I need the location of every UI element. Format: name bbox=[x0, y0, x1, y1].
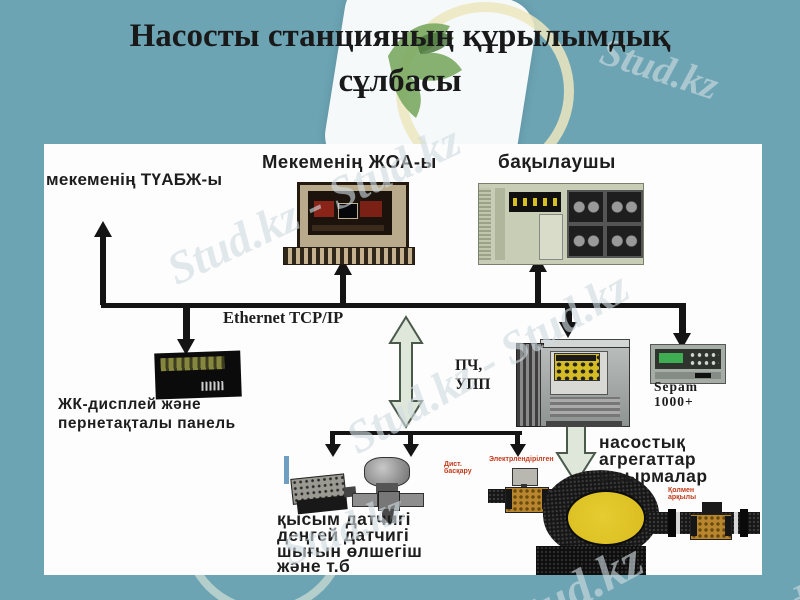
vfd-heatsink bbox=[516, 343, 544, 427]
plc-column bbox=[495, 188, 505, 260]
arrow-down-to-valve bbox=[510, 444, 526, 457]
pipe-gasket bbox=[676, 512, 680, 534]
computer-monitor-icon bbox=[297, 182, 409, 251]
label-line: пернетақталы панель bbox=[58, 414, 236, 432]
sepam-relay-icon bbox=[650, 344, 726, 384]
hummingbird-icon bbox=[388, 23, 462, 119]
plc-io-slot bbox=[605, 224, 643, 258]
arrow-down-to-level-sensor bbox=[403, 444, 419, 457]
vfd-drive-icon bbox=[516, 335, 630, 428]
label-sensors: қысым датчигі деңгей датчигі шығын өлшег… bbox=[277, 510, 423, 577]
computer-screen bbox=[308, 191, 392, 235]
lcd-panel-icon bbox=[154, 350, 242, 400]
tag-electric-valve: Электрлендірілген bbox=[489, 456, 554, 463]
tag-manual-valve: Қолмен арқылы bbox=[668, 487, 696, 501]
manual-valve-icon bbox=[690, 514, 732, 540]
label-line: 1000+ bbox=[654, 393, 694, 409]
sepam-slot bbox=[695, 373, 711, 378]
plc-digits bbox=[513, 198, 557, 206]
arrow-shaft bbox=[535, 271, 541, 305]
valve-flange bbox=[506, 489, 512, 509]
label-line: УПП bbox=[455, 376, 491, 393]
label-line: Sepam bbox=[654, 379, 699, 394]
lcd-screen bbox=[160, 356, 225, 372]
label-enterprise-workstation: Мекеменің ЖОА-ы bbox=[262, 151, 437, 172]
label-line: ысырмалар bbox=[599, 466, 708, 486]
text-cursor-bar bbox=[284, 456, 289, 484]
label-drives: ПЧ, УПП bbox=[455, 356, 491, 394]
label-line: ЖК-дисплей және bbox=[58, 396, 202, 413]
vfd-base bbox=[546, 421, 622, 427]
plc-controller-icon bbox=[478, 183, 644, 265]
pump-base bbox=[536, 546, 646, 575]
sepam-bottom bbox=[655, 372, 721, 379]
sensor-bus-line bbox=[330, 431, 522, 435]
sepam-display bbox=[659, 353, 683, 363]
tag-line: арқылы bbox=[668, 494, 697, 501]
sensor-neck bbox=[376, 483, 398, 493]
arrow-shaft bbox=[408, 431, 413, 445]
arrow-shaft bbox=[330, 431, 335, 445]
plc-vents bbox=[479, 188, 491, 260]
pump-impeller bbox=[566, 490, 646, 546]
arrow-shaft bbox=[183, 303, 190, 339]
keyboard-icon bbox=[283, 247, 415, 265]
ethernet-bus-line bbox=[101, 303, 686, 308]
arrow-down-to-vfd bbox=[559, 322, 577, 338]
hollow-down-arrow-icon bbox=[555, 422, 597, 485]
arrow-shaft bbox=[515, 431, 520, 445]
lcd-keys bbox=[201, 381, 224, 391]
tag-remote-valve: Дист. басқару bbox=[444, 461, 472, 475]
plc-io-slot bbox=[567, 224, 605, 258]
double-arrow-icon bbox=[388, 315, 424, 429]
label-line: насостық bbox=[599, 432, 686, 452]
level-sensor-icon bbox=[352, 455, 424, 523]
label-line: ПЧ, bbox=[455, 357, 483, 374]
slide-title: Насосты станцияның құрылымдық сұлбасы bbox=[0, 14, 800, 104]
arrow-down-to-pressure-sensor bbox=[325, 444, 341, 457]
plc-io-slot bbox=[567, 190, 605, 224]
pipe-flange bbox=[668, 509, 676, 537]
arrow-shaft bbox=[565, 303, 572, 322]
slide-title-line1: Насосты станцияның құрылымдық bbox=[129, 18, 671, 54]
arrow-down-to-hmi bbox=[177, 339, 195, 355]
valve-handle-icon bbox=[702, 502, 722, 514]
sepam-buttons bbox=[689, 351, 719, 367]
vfd-terminals bbox=[550, 397, 620, 417]
label-supervisor: бақылаушы bbox=[498, 152, 616, 173]
valve-flange bbox=[691, 516, 697, 536]
pipe-flange bbox=[740, 509, 748, 537]
tag-line: Қолмен bbox=[668, 487, 695, 494]
sensor-wing bbox=[352, 493, 378, 507]
sensor-wing bbox=[398, 493, 424, 507]
plc-display bbox=[509, 192, 561, 212]
label-hmi-panel: ЖК-дисплей және пернетақталы панель bbox=[58, 396, 236, 433]
label-sepam: Sepam 1000+ bbox=[654, 379, 699, 409]
sensor-body bbox=[378, 491, 400, 511]
label-ethernet: Ethernet TCP/IP bbox=[223, 308, 344, 327]
label-line: және т.б bbox=[277, 556, 351, 577]
sensor-stem bbox=[382, 509, 394, 523]
arrow-shaft bbox=[100, 236, 106, 305]
tag-line: басқару bbox=[444, 468, 472, 475]
plc-io-slot bbox=[605, 190, 643, 224]
valve-flange bbox=[725, 516, 731, 536]
arrow-shaft bbox=[679, 303, 686, 333]
arrow-shaft bbox=[340, 274, 346, 305]
plc-module bbox=[539, 214, 563, 260]
valve-stem bbox=[521, 484, 527, 489]
label-pump-units: насостық агрегаттар ысырмалар bbox=[599, 432, 708, 486]
arrow-up-to-scada bbox=[94, 221, 112, 237]
vfd-display bbox=[556, 355, 596, 361]
label-line: агрегаттар bbox=[599, 449, 697, 469]
slide-title-line2: сұлбасы bbox=[338, 63, 462, 99]
label-line: шығын өлшегіш bbox=[277, 540, 423, 561]
tag-line: Дист. bbox=[444, 461, 462, 468]
label-enterprise-scada: мекеменің ТҮАБЖ-ы bbox=[46, 170, 223, 189]
pipe-gasket bbox=[734, 512, 738, 534]
